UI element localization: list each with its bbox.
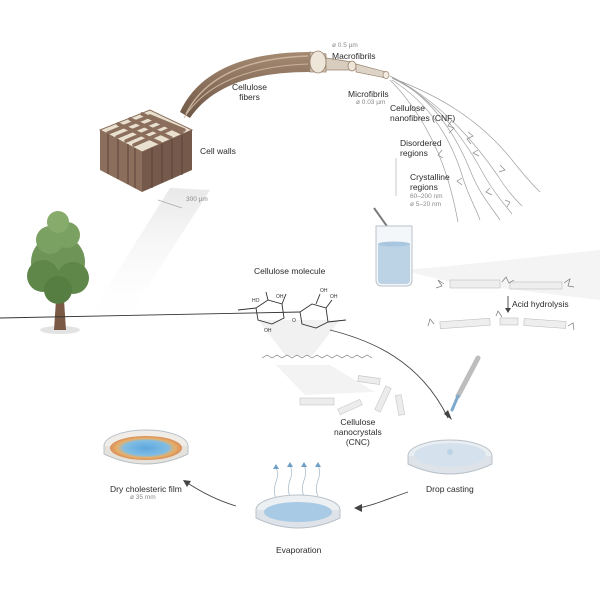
dry-film-dish bbox=[103, 429, 189, 465]
crystalline-size: 60–200 nm ø 5–20 nm bbox=[410, 193, 443, 208]
cnc-label: Cellulose nanocrystals (CNC) bbox=[334, 417, 382, 447]
dry-film-label: Dry cholesteric film bbox=[110, 484, 182, 494]
drop-casting-label: Drop casting bbox=[426, 484, 474, 494]
disordered-regions-label: Disordered regions bbox=[400, 138, 442, 158]
molecular-chain bbox=[261, 354, 373, 359]
dry-film-size: ø 35 mm bbox=[130, 494, 156, 501]
cell-walls-block bbox=[98, 109, 194, 209]
chain-to-cnc-beam bbox=[276, 365, 375, 395]
cnf-label: Cellulose nanofibres (CNF) bbox=[390, 103, 456, 123]
svg-text:O: O bbox=[292, 318, 296, 324]
acid-hydrolysis-label: Acid hydrolysis bbox=[512, 299, 569, 309]
microfibrils-label: Microfibrils bbox=[348, 89, 389, 99]
svg-text:OH: OH bbox=[330, 294, 338, 300]
cellulose-nanocrystals bbox=[299, 375, 406, 416]
evaporation-label: Evaporation bbox=[276, 545, 322, 555]
svg-text:HO: HO bbox=[252, 298, 260, 304]
arrow-heads bbox=[183, 410, 452, 512]
cellulose-fiber-strand bbox=[180, 52, 310, 119]
svg-text:OH: OH bbox=[276, 294, 284, 300]
hydrolysis-fibrils bbox=[427, 276, 575, 331]
microfibrils-size: ø 0.03 µm bbox=[356, 99, 386, 106]
cellulose-molecule-structure: OH HO OH O OH OH bbox=[0, 288, 347, 334]
molecule-to-chain-beam bbox=[258, 320, 340, 356]
svg-text:OH: OH bbox=[264, 328, 272, 334]
tree-illustration bbox=[27, 211, 89, 334]
cnf-strands bbox=[389, 75, 541, 223]
beaker-illustration bbox=[373, 207, 413, 287]
beaker-to-fibrils-beam bbox=[402, 250, 600, 300]
process-arrows bbox=[185, 329, 449, 509]
drop-casting-dish bbox=[407, 355, 493, 475]
cellulose-fibers-label: Cellulose fibers bbox=[232, 82, 267, 102]
svg-text:OH: OH bbox=[320, 288, 328, 294]
cellulose-molecule-label: Cellulose molecule bbox=[254, 266, 326, 276]
macrofibrils-label: Macrofibrils bbox=[332, 51, 376, 61]
evaporation-dish bbox=[255, 462, 341, 529]
crystalline-regions-label: Crystalline regions bbox=[410, 172, 450, 192]
cell-walls-scale: 300 µm bbox=[186, 196, 208, 203]
tree-to-cellwall-beam bbox=[92, 188, 210, 330]
fibril-cylinders bbox=[309, 50, 390, 79]
macrofibrils-size: ø 0.5 µm bbox=[332, 42, 358, 49]
cell-walls-label: Cell walls bbox=[200, 146, 236, 156]
